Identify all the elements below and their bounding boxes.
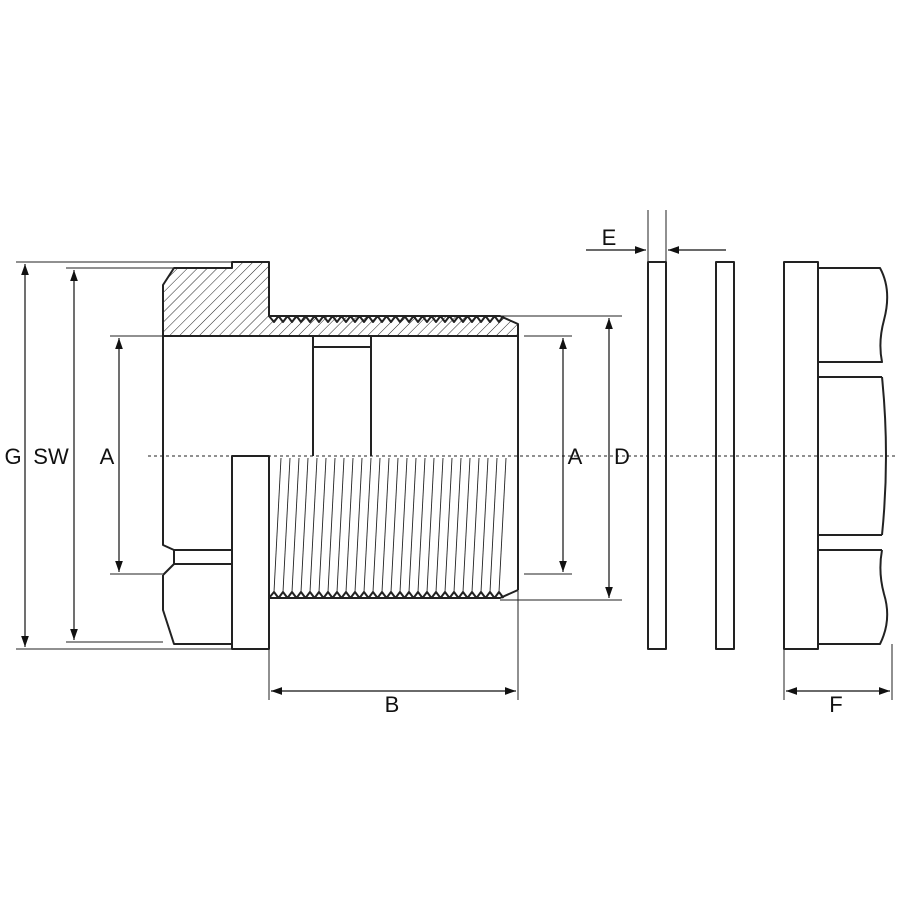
thread-line bbox=[372, 457, 381, 593]
label-f: F bbox=[829, 692, 842, 717]
label-b: B bbox=[385, 692, 400, 717]
thread-line bbox=[426, 457, 435, 593]
thread-line bbox=[480, 457, 489, 593]
thread-profile-bottom bbox=[268, 591, 505, 599]
hex-flange-lower bbox=[162, 456, 232, 645]
section-hatch bbox=[162, 261, 519, 337]
thread-line bbox=[300, 457, 309, 593]
threaded-shank-lower bbox=[268, 456, 519, 599]
thread-line bbox=[408, 457, 417, 593]
thread-line bbox=[444, 457, 453, 593]
thread-line bbox=[336, 457, 345, 593]
thread-line bbox=[354, 457, 363, 593]
thread-line bbox=[453, 457, 462, 593]
lock-nut bbox=[783, 261, 889, 650]
thread-line bbox=[318, 457, 327, 593]
thread-line bbox=[471, 457, 480, 593]
thread-line bbox=[381, 457, 390, 593]
thread-line bbox=[390, 457, 399, 593]
thread-lines bbox=[273, 457, 507, 593]
label-sw: SW bbox=[33, 444, 69, 469]
dimensions bbox=[16, 210, 893, 700]
thread-line bbox=[498, 457, 507, 593]
label-a-right: A bbox=[568, 444, 583, 469]
label-d: D bbox=[614, 444, 630, 469]
bore-upper bbox=[162, 336, 519, 590]
label-a-left: A bbox=[100, 444, 115, 469]
thread-line bbox=[363, 457, 372, 593]
thread-line bbox=[309, 457, 318, 593]
thread-line bbox=[489, 457, 498, 593]
label-g: G bbox=[4, 444, 21, 469]
thread-line bbox=[417, 457, 426, 593]
label-e: E bbox=[602, 225, 617, 250]
gasket-1 bbox=[647, 261, 667, 650]
flange-collar bbox=[231, 455, 270, 650]
thread-line bbox=[273, 457, 282, 593]
fitting-body bbox=[162, 261, 519, 650]
thread-line bbox=[462, 457, 471, 593]
thread-line bbox=[399, 457, 408, 593]
thread-line bbox=[345, 457, 354, 593]
gasket-2 bbox=[715, 261, 735, 650]
thread-line bbox=[291, 457, 300, 593]
thread-profile-top bbox=[268, 315, 505, 323]
thread-line bbox=[435, 457, 444, 593]
thread-line bbox=[327, 457, 336, 593]
thread-line bbox=[282, 457, 291, 593]
